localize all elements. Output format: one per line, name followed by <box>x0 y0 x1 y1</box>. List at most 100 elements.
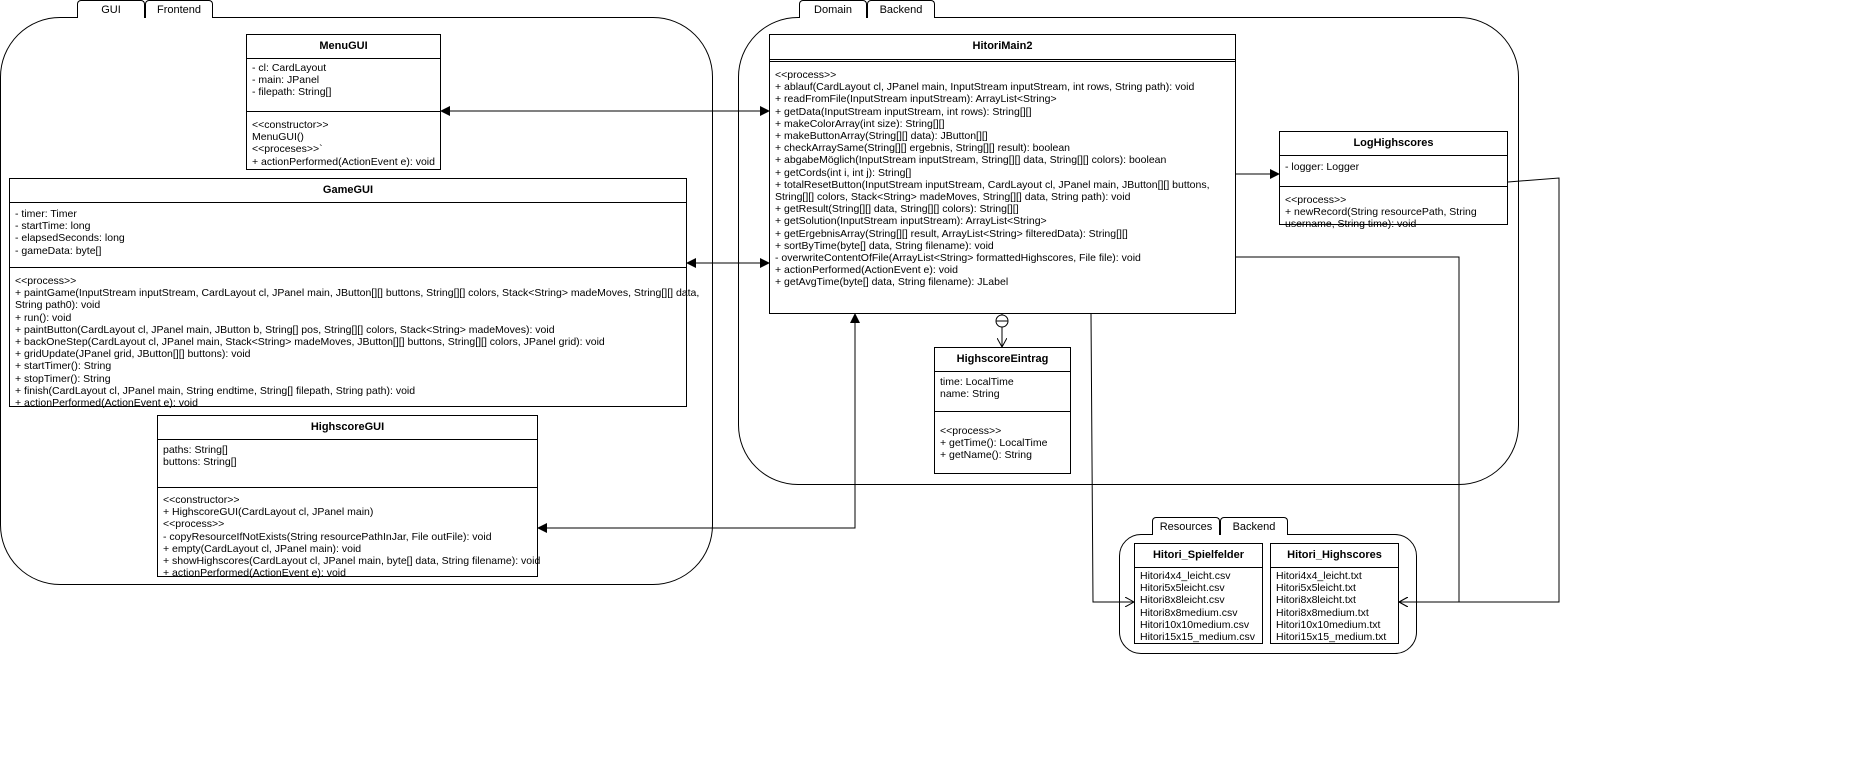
package-tab-gui: GUI <box>77 0 145 18</box>
class-gamegui: GameGUI - timer: Timer - startTime: long… <box>9 178 699 409</box>
method: + makeButtonArray(String[][] data): JBut… <box>775 130 988 143</box>
method: + run(): void <box>15 311 72 324</box>
resource-file: Hitori8x8leicht.csv <box>1140 594 1225 607</box>
method: + getErgebnisArray(String[][] result, Ar… <box>775 227 1128 240</box>
method: + actionPerformed(ActionEvent e): void <box>15 397 198 410</box>
class-highscoregui: HighscoreGUI paths: String[] buttons: St… <box>157 415 540 579</box>
methods-section: <<process>> + getTime(): LocalTime + get… <box>935 412 1070 465</box>
method: <<constructor>> <box>163 494 240 506</box>
class-name: GameGUI <box>10 179 686 203</box>
attributes-section: - logger: Logger <box>1280 156 1507 187</box>
method: + stopTimer(): String <box>15 372 111 385</box>
package-tab-resources: Resources <box>1152 517 1220 535</box>
resource-file: Hitori5x5leicht.txt <box>1276 582 1356 595</box>
attribute: - elapsedSeconds: long <box>15 232 125 245</box>
attribute: - timer: Timer <box>15 208 77 220</box>
method: <<process>> <box>15 275 77 287</box>
method: + finish(CardLayout cl, JPanel main, Str… <box>15 384 416 397</box>
attribute: - filepath: String[] <box>252 86 332 99</box>
resource-file: Hitori15x15_medium.csv <box>1140 631 1255 644</box>
class-menugui: MenuGUI - cl: CardLayout - main: JPanel … <box>246 34 441 170</box>
method: + getTime(): LocalTime <box>940 437 1048 450</box>
class-name: HitoriMain2 <box>770 35 1235 62</box>
attribute: name: String <box>940 388 1000 401</box>
method: + gridUpdate(JPanel grid, JButton[][] bu… <box>15 348 251 361</box>
attribute: - main: JPanel <box>252 74 320 87</box>
resource-file: Hitori10x10medium.txt <box>1276 618 1381 631</box>
attribute: paths: String[] <box>163 444 228 456</box>
method: + HighscoreGUI(CardLayout cl, JPanel mai… <box>163 506 374 519</box>
method: <<process>> <box>775 69 837 81</box>
methods-section: <<process>> + paintGame(InputStream inpu… <box>10 268 700 412</box>
method: + empty(CardLayout cl, JPanel main): voi… <box>163 542 362 555</box>
method: + readFromFile(InputStream inputStream):… <box>775 93 1057 106</box>
method: + paintButton(CardLayout cl, JPanel main… <box>15 323 555 336</box>
resource-file: Hitori4x4_leicht.csv <box>1140 570 1231 582</box>
resource-file: Hitori8x8medium.csv <box>1140 606 1238 619</box>
class-name: MenuGUI <box>247 35 440 59</box>
method: + actionPerformed(ActionEvent e): void <box>252 155 435 168</box>
method: <<process>> <box>1285 194 1347 206</box>
attribute: - cl: CardLayout <box>252 62 327 74</box>
class-loghighscores: LogHighscores - logger: Logger <<process… <box>1279 131 1508 230</box>
method: + paintGame(InputStream inputStream, Car… <box>15 287 700 300</box>
methods-section: <<process>> + newRecord(String resourceP… <box>1280 187 1507 234</box>
attributes-section: time: LocalTime name: String <box>935 372 1070 412</box>
items-section: Hitori4x4_leicht.csv Hitori5x5leicht.csv… <box>1135 568 1262 646</box>
class-name: LogHighscores <box>1280 132 1507 156</box>
package-tab-frontend: Frontend <box>145 0 213 18</box>
method: - copyResourceIfNotExists(String resourc… <box>163 530 492 543</box>
method: + makeColorArray(int size): String[][] <box>775 117 945 130</box>
method: + sortByTime(byte[] data, String filenam… <box>775 239 994 252</box>
method: MenuGUI() <box>252 131 304 144</box>
resource-file: Hitori10x10medium.csv <box>1140 618 1250 631</box>
methods-section: <<constructor>> + HighscoreGUI(CardLayou… <box>158 488 540 582</box>
package-tab-resources-backend: Backend <box>1220 517 1288 535</box>
method: + getResult(String[][] data, String[][] … <box>775 203 1019 216</box>
methods-section: <<constructor>> MenuGUI() <<proceses>>` … <box>247 112 440 171</box>
method: + abgabeMöglich(InputStream inputStream,… <box>775 154 1167 167</box>
package-tab-backend: Backend <box>867 0 935 18</box>
method: - overwriteContentOfFile(ArrayList<Strin… <box>775 252 1141 265</box>
method: + getAvgTime(byte[] data, String filenam… <box>775 276 1009 289</box>
attribute: - gameData: byte[] <box>15 244 102 257</box>
method: <<process>> <box>163 518 225 531</box>
class-name: HighscoreGUI <box>158 416 537 440</box>
class-hitori-spielfelder: Hitori_Spielfelder Hitori4x4_leicht.csv … <box>1134 543 1263 644</box>
method: + checkArraySame(String[][] ergebnis, St… <box>775 142 1071 155</box>
method: + startTimer(): String <box>15 360 112 373</box>
method: + totalResetButton(InputStream inputStre… <box>775 178 1210 191</box>
resource-file: Hitori5x5leicht.csv <box>1140 582 1225 595</box>
method: + getName(): String <box>940 449 1032 462</box>
method: <<process>> <box>940 425 1002 437</box>
method: + getData(InputStream inputStream, int r… <box>775 105 1032 118</box>
attribute: buttons: String[] <box>163 456 237 469</box>
attribute: - startTime: long <box>15 220 91 233</box>
class-name: Hitori_Highscores <box>1271 544 1398 568</box>
resource-file: Hitori4x4_leicht.txt <box>1276 570 1362 582</box>
class-highscoreeintrag: HighscoreEintrag time: LocalTime name: S… <box>934 347 1071 474</box>
class-name: HighscoreEintrag <box>935 348 1070 372</box>
method: + getCords(int i, int j): String[] <box>775 166 912 179</box>
class-name: Hitori_Spielfelder <box>1135 544 1262 568</box>
attribute: - logger: Logger <box>1285 161 1360 173</box>
package-tab-domain: Domain <box>799 0 867 18</box>
resource-file: Hitori8x8leicht.txt <box>1276 594 1356 607</box>
attributes-section: paths: String[] buttons: String[] <box>158 440 537 488</box>
attributes-section: - timer: Timer - startTime: long - elaps… <box>10 203 686 268</box>
items-section: Hitori4x4_leicht.txt Hitori5x5leicht.txt… <box>1271 568 1398 646</box>
attribute: time: LocalTime <box>940 376 1014 388</box>
method: + newRecord(String resourcePath, String … <box>1285 206 1477 231</box>
method: String path0): void <box>15 299 101 312</box>
method: String[][] colors, Stack<String> madeMov… <box>775 191 1131 204</box>
method: <<proceses>>` <box>252 143 323 156</box>
method: + getSolution(InputStream inputStream): … <box>775 215 1047 228</box>
class-hitori-highscores: Hitori_Highscores Hitori4x4_leicht.txt H… <box>1270 543 1399 644</box>
method: + actionPerformed(ActionEvent e): void <box>163 567 346 580</box>
methods-section: <<process>> + ablauf(CardLayout cl, JPan… <box>770 62 1235 292</box>
resource-file: Hitori8x8medium.txt <box>1276 606 1369 619</box>
method: + actionPerformed(ActionEvent e): void <box>775 264 958 277</box>
class-hitorimain2: HitoriMain2 <<process>> + ablauf(CardLay… <box>769 34 1236 314</box>
method: + backOneStep(CardLayout cl, JPanel main… <box>15 336 605 349</box>
method: + ablauf(CardLayout cl, JPanel main, Inp… <box>775 81 1195 94</box>
